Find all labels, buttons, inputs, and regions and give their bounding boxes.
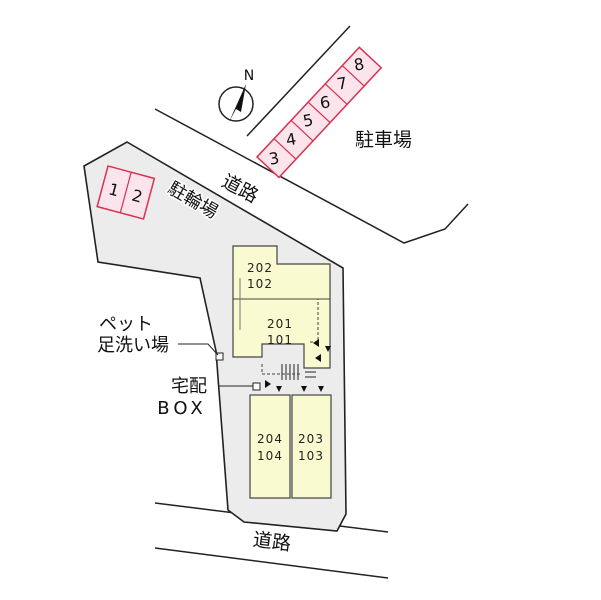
building-dashed-outline [286,298,319,343]
unit-104: 104 [257,449,283,463]
unit-202: 202 [247,261,273,275]
compass: N [218,68,254,122]
parking-west: 1 2 [96,165,156,220]
parking-east: 3 4 [255,46,383,179]
north-arrow-icon [229,84,246,122]
dashed-path [261,364,302,375]
parking-slot-4-label: 4 [284,129,297,149]
pet-footwash-label-line2: 足洗い場 [97,335,169,356]
unit-103: 103 [298,449,324,463]
unit-101: 101 [267,333,293,347]
parking-east-label: 駐車場 [355,129,412,151]
unit-203: 203 [298,432,324,446]
bottom-road-edge-lower [154,547,389,579]
building-south-east [291,394,332,499]
compass-north-label: N [244,68,254,84]
parking-east-numbers: 3 4 5 6 7 8 [267,54,365,168]
parking-slot-2-label: 2 [130,186,145,207]
parking-slot-6-label: 6 [318,92,331,112]
parking-slot-8-label: 8 [352,54,365,74]
parking-slot-1-label: 1 [107,179,122,200]
parking-slot-3-label: 3 [267,148,280,168]
stair-marks [281,364,316,380]
parking-slot-5-label: 5 [301,110,314,130]
unit-201: 201 [267,317,293,331]
pet-footwash-marker [215,352,224,361]
unit-204: 204 [257,432,283,446]
compass-ring [218,86,254,122]
pet-footwash-label-line1: ペット [99,314,153,335]
delivery-box-marker [252,382,261,391]
parking-slot-7-label: 7 [335,73,348,93]
road-bottom-label: 道路 [252,529,292,555]
pet-footwash-leader [178,343,219,356]
delivery-box-label-line1: 宅配 [171,376,207,397]
top-road-edge-upper [246,25,351,137]
building-south-west [249,394,291,499]
unit-102: 102 [247,277,273,291]
building-north [232,245,331,369]
delivery-box-label-line2: BOX [157,398,206,419]
entrance-markers [265,339,331,392]
